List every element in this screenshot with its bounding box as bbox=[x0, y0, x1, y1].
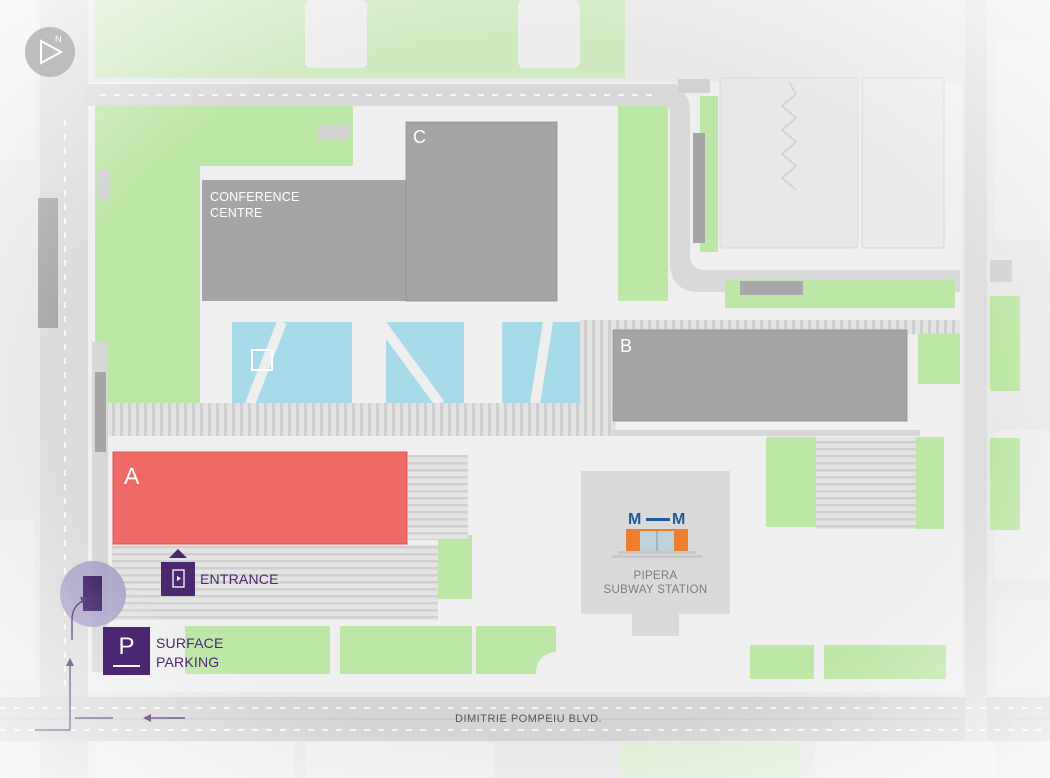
parking-icon-letter: P bbox=[118, 633, 135, 660]
parking-label-line1: SURFACE bbox=[156, 635, 224, 651]
door-glyph-icon bbox=[172, 569, 185, 588]
metro-icon: M M bbox=[626, 511, 688, 528]
conference-centre-label-line2: CENTRE bbox=[210, 206, 263, 220]
compass-north-icon[interactable]: N bbox=[25, 27, 75, 77]
conference-centre-label-line1: CONFERENCE bbox=[210, 190, 300, 204]
station-name-line2: SUBWAY STATION bbox=[603, 584, 708, 596]
street-name-label: DIMITRIE POMPEIU BLVD. bbox=[455, 713, 603, 725]
compass-arrow-icon bbox=[40, 39, 64, 65]
metro-logo-bar bbox=[646, 518, 670, 521]
building-a-label: A bbox=[124, 463, 140, 489]
parking-icon-underline bbox=[113, 665, 140, 667]
entrance-pointer bbox=[169, 549, 187, 558]
station-name-line1: PIPERA bbox=[633, 570, 678, 582]
entrance-label: ENTRANCE bbox=[200, 571, 279, 587]
parking-label-line2: PARKING bbox=[156, 654, 220, 670]
compass-letter: N bbox=[55, 34, 62, 44]
metro-logo-left: M bbox=[628, 511, 642, 528]
building-b-label: B bbox=[620, 336, 633, 356]
parking-icon[interactable]: P bbox=[103, 627, 150, 675]
building-c-label: C bbox=[413, 127, 426, 147]
entrance-door-icon[interactable] bbox=[161, 562, 195, 596]
metro-logo-right: M bbox=[672, 511, 686, 528]
